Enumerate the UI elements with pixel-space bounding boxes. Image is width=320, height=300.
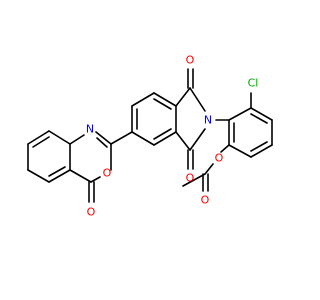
molecule-structure: O O N N O O Cl O O [0,0,300,300]
bond [90,176,101,183]
bond [69,134,85,145]
atom-label-ester-oxygen: O [215,152,224,165]
bond [96,137,108,148]
bond [153,131,177,146]
atom-label-layer: O O N N O O Cl O O [86,54,258,219]
bond [175,87,191,107]
bond [250,144,273,158]
bond [250,141,268,152]
bond [27,130,50,145]
atom-label-acetyl-carbonyl-oxygen: O [201,194,210,207]
bond [228,107,252,121]
bond [153,92,177,107]
canvas-background [0,0,300,300]
bond [189,87,206,112]
atom-label-imide-bottom-oxygen: O [186,172,195,185]
bond [48,166,66,177]
bond [69,169,92,183]
bond [27,169,50,183]
bond [110,131,133,145]
bond [48,130,71,145]
bond [228,144,252,158]
bond [131,92,155,107]
bond [48,169,71,183]
bond [153,98,172,110]
atom-label-lactone-carbonyl-oxygen: O [87,206,96,219]
bond [131,131,155,146]
atom-label-ring-oxygen: O [103,167,112,180]
bond [153,128,172,140]
bond [32,136,50,148]
atom-label-imide-nitrogen: N [204,114,212,127]
bond [182,173,206,187]
atom-label-imide-top-oxygen: O [186,54,195,67]
bond [220,144,230,153]
atom-label-chlorine: Cl [248,77,259,90]
bond [250,113,268,124]
bond [175,131,191,151]
bond [250,107,273,121]
bond [189,128,206,151]
bond [95,131,112,145]
bond-layer [27,68,273,203]
atom-label-oxazine-nitrogen: N [86,123,94,136]
bond [204,163,214,175]
